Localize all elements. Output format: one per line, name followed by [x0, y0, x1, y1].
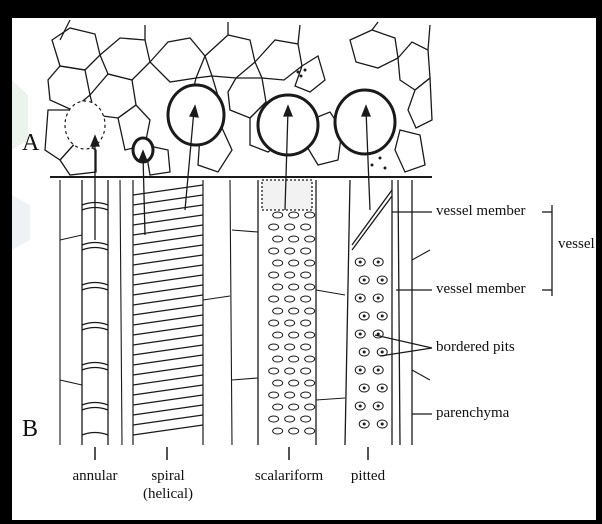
canvas-background — [12, 18, 596, 520]
label-scalariform: scalariform — [244, 467, 334, 485]
pit-aperture — [377, 369, 380, 372]
label-vessel-member-bottom: vessel member — [436, 281, 526, 298]
pit-aperture — [381, 315, 384, 318]
label-spiral: spiral — [135, 467, 201, 485]
label-helical: (helical) — [135, 485, 201, 503]
pit-aperture — [381, 279, 384, 282]
pit-aperture — [381, 387, 384, 390]
pit-aperture — [381, 423, 384, 426]
pit-aperture — [359, 261, 362, 264]
pit-aperture — [363, 315, 366, 318]
label-bordered-pits: bordered pits — [436, 339, 515, 356]
pit-aperture — [363, 351, 366, 354]
pit-aperture — [377, 297, 380, 300]
pit-aperture — [363, 387, 366, 390]
section-label-a: A — [22, 130, 39, 157]
pit-aperture — [381, 351, 384, 354]
label-vessel: vessel — [558, 236, 595, 253]
pit-aperture — [359, 333, 362, 336]
pit-aperture — [377, 405, 380, 408]
pit-aperture — [359, 405, 362, 408]
label-vessel-member-top: vessel member — [436, 203, 526, 220]
label-parenchyma: parenchyma — [436, 405, 509, 422]
pit-aperture — [359, 297, 362, 300]
section-label-b: B — [22, 416, 38, 443]
label-pitted: pitted — [340, 467, 396, 485]
pit-aperture — [359, 369, 362, 372]
pit-aperture — [363, 423, 366, 426]
label-annular: annular — [62, 467, 128, 485]
pit-aperture — [363, 279, 366, 282]
pit-aperture — [377, 261, 380, 264]
